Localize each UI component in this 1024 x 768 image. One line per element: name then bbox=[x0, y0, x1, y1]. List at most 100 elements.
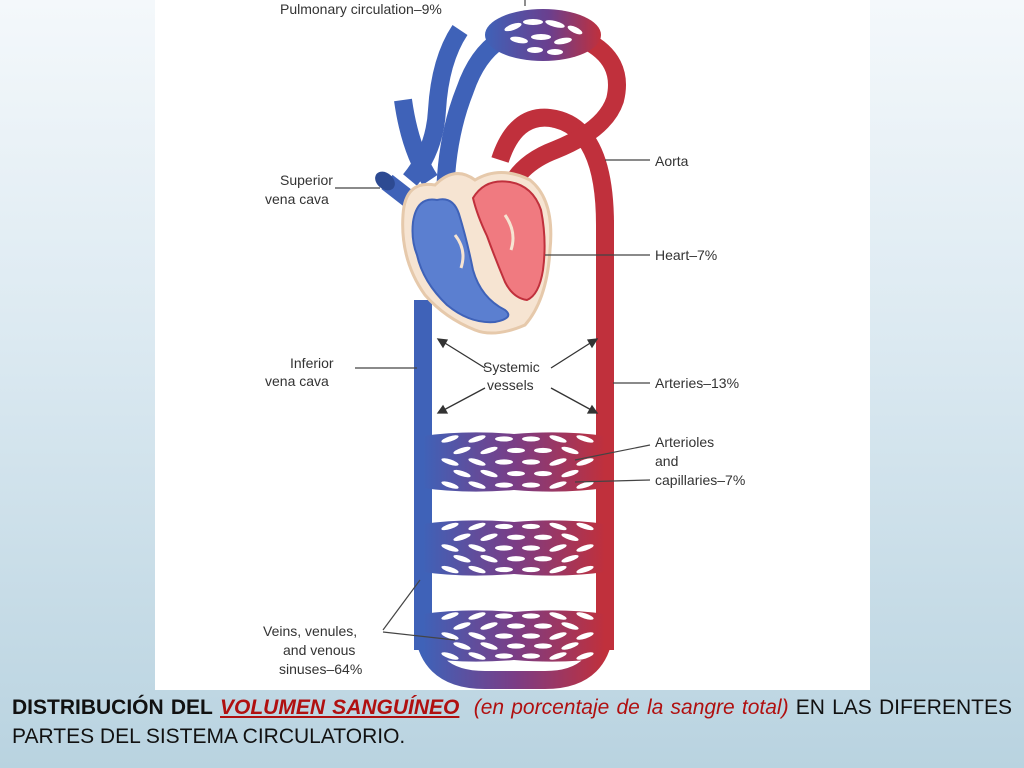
leader-lines bbox=[335, 0, 651, 641]
capillary-gap bbox=[468, 481, 486, 489]
capillary-gap bbox=[507, 447, 525, 454]
capillary-gap bbox=[507, 470, 525, 477]
label-inferior-vena-cava-1: Inferior bbox=[290, 355, 334, 371]
capillary-gap bbox=[468, 458, 486, 466]
capillary-gap bbox=[561, 446, 579, 455]
capillary-gap bbox=[441, 565, 459, 574]
caption-italic-note: (en porcentaje de la sangre total) bbox=[473, 696, 789, 719]
label-veins-2: and venous bbox=[283, 642, 355, 658]
bed-separator bbox=[432, 498, 596, 514]
capillary-gap bbox=[549, 652, 567, 660]
capillary-gap bbox=[576, 632, 594, 640]
capillary-gap bbox=[495, 436, 513, 442]
capillary-gap bbox=[468, 544, 486, 552]
capillary-gap bbox=[576, 612, 594, 620]
capillary-gap bbox=[534, 447, 552, 454]
capillary-gap bbox=[522, 545, 540, 551]
label-arterioles-2: and bbox=[655, 453, 678, 469]
capillary-gap bbox=[576, 522, 594, 531]
aortic-arch-vessel bbox=[491, 108, 614, 226]
systemic-arrows bbox=[436, 338, 599, 414]
lung-capillary-gaps bbox=[504, 19, 583, 55]
label-veins-1: Veins, venules, bbox=[263, 623, 357, 639]
capillary-gap bbox=[534, 623, 552, 629]
capillary-gap bbox=[549, 481, 567, 489]
capillary-gap bbox=[468, 522, 486, 531]
capillary-gap bbox=[522, 613, 540, 619]
capillary-gap bbox=[441, 481, 459, 489]
capillary-gap bbox=[480, 533, 498, 541]
label-inferior-vena-cava-2: vena cava bbox=[265, 373, 329, 389]
capillary-gap bbox=[549, 632, 567, 640]
capillary-gap bbox=[480, 622, 498, 630]
capillary-gap bbox=[495, 459, 513, 465]
capillary-gap bbox=[441, 612, 459, 620]
capillary-gap bbox=[453, 469, 471, 478]
capillary-gap bbox=[534, 643, 552, 649]
capillary-gap bbox=[507, 623, 525, 629]
caption: DISTRIBUCIÓN DEL VOLUMEN SANGUÍNEO (en p… bbox=[12, 693, 1012, 751]
capillary-gap bbox=[441, 652, 459, 660]
capillary-gap bbox=[522, 436, 540, 442]
pulmonary-loop bbox=[394, 9, 626, 206]
capillary-gap bbox=[561, 469, 579, 478]
capillary-gap bbox=[468, 612, 486, 620]
capillary-gap bbox=[441, 522, 459, 531]
capillary-gap bbox=[522, 633, 540, 639]
capillary-gap bbox=[576, 458, 594, 466]
capillary-bed bbox=[423, 520, 605, 576]
capillary-gap bbox=[522, 566, 540, 573]
capillary-gap bbox=[453, 446, 471, 455]
capillary-gap bbox=[534, 556, 552, 562]
capillary-gap bbox=[576, 435, 594, 443]
capillary-gap bbox=[495, 566, 513, 573]
capillary-gap bbox=[549, 612, 567, 620]
caption-underlined-term: VOLUMEN SANGUÍNEO bbox=[220, 696, 460, 719]
label-aorta: Aorta bbox=[655, 153, 689, 169]
capillary-gap bbox=[495, 482, 513, 488]
bed-separator bbox=[432, 582, 596, 604]
pulmonary-vein-vessel bbox=[496, 31, 626, 203]
pulmonary-artery-vessel bbox=[436, 32, 506, 206]
capillary-gap bbox=[480, 555, 498, 563]
capillary-gap bbox=[441, 435, 459, 443]
capillary-gap bbox=[534, 470, 552, 477]
capillary-gap bbox=[507, 556, 525, 562]
capillary-gap bbox=[441, 544, 459, 552]
capillary-gap bbox=[468, 435, 486, 443]
capillary-gap bbox=[507, 643, 525, 649]
capillary-gap bbox=[480, 642, 498, 650]
systemic-capillary-beds bbox=[423, 432, 605, 662]
capillary-gap bbox=[549, 565, 567, 574]
capillary-gap bbox=[549, 458, 567, 466]
caption-bold-lead: DISTRIBUCIÓN DEL bbox=[12, 696, 213, 719]
label-superior-vena-cava-2: vena cava bbox=[265, 191, 329, 207]
capillary-gap bbox=[576, 565, 594, 574]
label-arterioles-3: capillaries–7% bbox=[655, 472, 745, 488]
capillary-gap bbox=[561, 642, 579, 650]
capillary-gap bbox=[468, 652, 486, 660]
label-systemic-vessels-1: Systemic bbox=[483, 359, 540, 375]
capillary-gap bbox=[441, 632, 459, 640]
left-heart-chambers bbox=[471, 180, 546, 302]
capillary-gap bbox=[441, 458, 459, 466]
capillary-gap bbox=[453, 642, 471, 650]
capillary-gap bbox=[495, 545, 513, 551]
label-arterioles-1: Arterioles bbox=[655, 434, 714, 450]
capillary-gap bbox=[522, 482, 540, 488]
circulatory-diagram: Pulmonary circulation–9% Aorta Superior … bbox=[263, 0, 745, 689]
heart bbox=[401, 171, 553, 335]
label-heart: Heart–7% bbox=[655, 247, 717, 263]
label-arteries: Arteries–13% bbox=[655, 375, 739, 391]
capillary-gap bbox=[495, 653, 513, 659]
capillary-gap bbox=[561, 533, 579, 541]
capillary-gap bbox=[453, 533, 471, 541]
caption-rest: EN LAS DIFERENTES PARTES DEL SISTEMA CIR… bbox=[12, 696, 1012, 748]
capillary-gap bbox=[522, 459, 540, 465]
right-heart-chambers bbox=[411, 198, 510, 324]
capillary-gap bbox=[480, 446, 498, 455]
capillary-gap bbox=[507, 534, 525, 540]
capillary-gap bbox=[495, 523, 513, 530]
capillary-gap bbox=[480, 469, 498, 478]
label-superior-vena-cava-1: Superior bbox=[280, 172, 333, 188]
